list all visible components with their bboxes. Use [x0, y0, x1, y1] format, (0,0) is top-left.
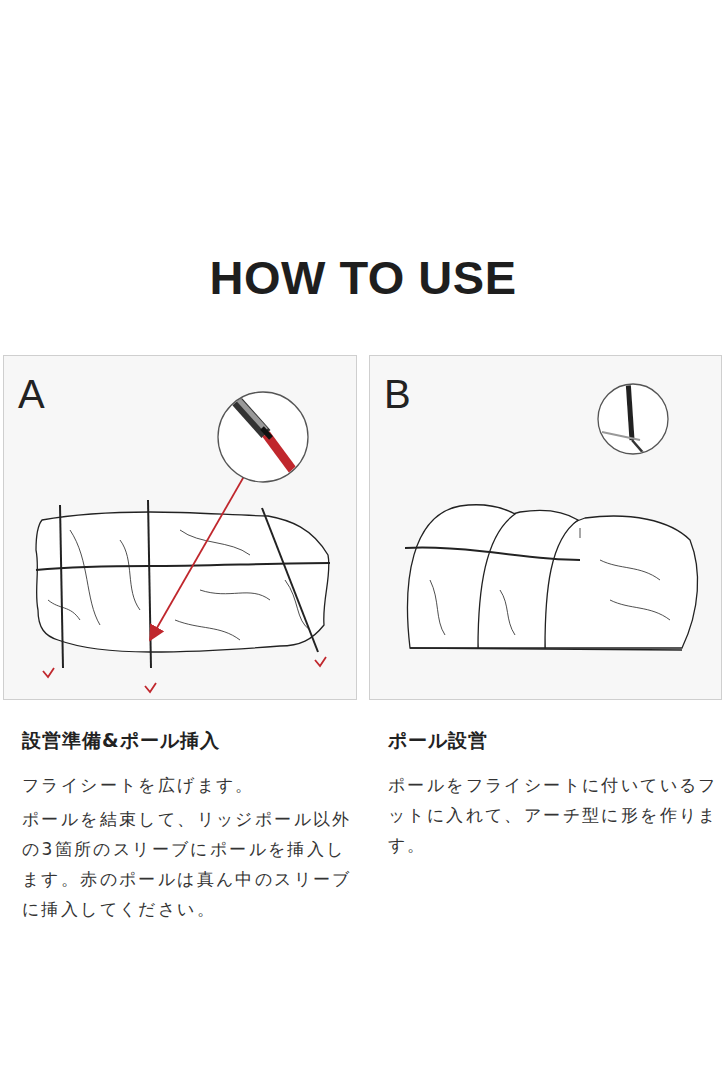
- panel-letter: A: [18, 374, 45, 414]
- panel-letter: B: [384, 374, 411, 414]
- panel-ground: [369, 355, 722, 700]
- page-title: HOW TO USE: [0, 250, 726, 305]
- check-marks: [43, 657, 326, 692]
- step-text: ポールをフライシートに付いているフットに入れて、アーチ型に形を作ります。: [388, 770, 719, 860]
- step-panel: A設営準備&ポール挿入フライシートを広げます。ポールを結束して、リッジポール以外…: [3, 355, 357, 700]
- step-text: ポールを結束して、リッジポール以外の3箇所のスリーブにポールを挿入します。赤のポ…: [22, 804, 354, 924]
- panel-ground: [3, 355, 357, 700]
- detail-magnifier: [598, 380, 668, 463]
- detail-magnifier: [218, 388, 308, 482]
- pitched-tent: [405, 505, 698, 650]
- step-panel: Bポール設営ポールをフライシートに付いているフットに入れて、アーチ型に形を作りま…: [369, 355, 722, 700]
- step-text: フライシートを広げます。: [22, 770, 354, 800]
- step-heading: ポール設営: [388, 728, 488, 754]
- step-heading: 設営準備&ポール挿入: [22, 728, 220, 754]
